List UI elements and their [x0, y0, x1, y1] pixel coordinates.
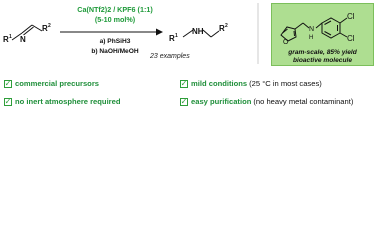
highlight-text: gram-scale, 85% yield bioactive molecule [271, 49, 374, 65]
feature-note: (no heavy metal contaminant) [253, 97, 354, 106]
feature-label: no inert atmosphere required [15, 97, 121, 106]
amine-nitrogen-label: N [309, 26, 314, 33]
product-r2-label: R [219, 24, 225, 33]
step-a-label: a) PhSiH3 [99, 38, 131, 45]
product-r2-superscript: 2 [225, 23, 228, 29]
r1-superscript: 1 [9, 34, 12, 40]
feature-label: mild conditions [191, 79, 248, 88]
amine-product [182, 29, 220, 38]
highlight-line-2: bioactive molecule [293, 57, 352, 64]
bioactive-molecule-structure: O N H Cl Cl [280, 12, 355, 46]
arrowhead [156, 28, 163, 36]
checkbox-checked-icon: ✓ [180, 96, 188, 106]
catalyst-loading: (5-10 mol%) [94, 15, 136, 24]
feature-note: (25 °C in most cases) [249, 79, 322, 88]
r1-label: R [3, 35, 9, 44]
checkbox-checked-icon: ✓ [4, 78, 12, 88]
feature-mild-conditions: ✓ mild conditions (25 °C in most cases) [180, 79, 322, 88]
feature-label: commercial precursors [15, 79, 99, 88]
feature-label: easy purification [191, 97, 252, 106]
catalyst-label: Ca(NTf2)2 / KPF6 (1:1) [77, 5, 153, 14]
highlight-box [271, 3, 374, 66]
highlight-line-1: gram-scale, 85% yield [288, 49, 357, 56]
feature-no-inert-atmosphere: ✓ no inert atmosphere required [4, 97, 121, 106]
r2-superscript: 2 [48, 23, 51, 29]
feature-commercial-precursors: ✓ commercial precursors [4, 79, 99, 88]
r2-label: R [42, 24, 48, 33]
checkbox-checked-icon: ✓ [4, 96, 12, 106]
examples-count: 23 examples [150, 53, 190, 60]
chlorine-top-label: Cl [347, 12, 355, 21]
chlorine-bottom-label: Cl [347, 34, 355, 43]
amine-hydrogen-label: H [309, 35, 313, 41]
product-r1-label: R [169, 34, 175, 43]
imine-nitrogen-label: N [20, 35, 26, 44]
product-nh-label: NH [192, 27, 204, 36]
checkbox-checked-icon: ✓ [180, 78, 188, 88]
reaction-scheme: N R 1 R 2 R 1 NH R 2 [3, 3, 259, 64]
furan-oxygen-label: O [283, 39, 289, 46]
product-r1-superscript: 1 [175, 33, 178, 39]
step-b-label: b) NaOH/MeOH [91, 48, 139, 55]
feature-easy-purification: ✓ easy purification (no heavy metal cont… [180, 97, 353, 106]
imine-reactant [11, 24, 43, 41]
